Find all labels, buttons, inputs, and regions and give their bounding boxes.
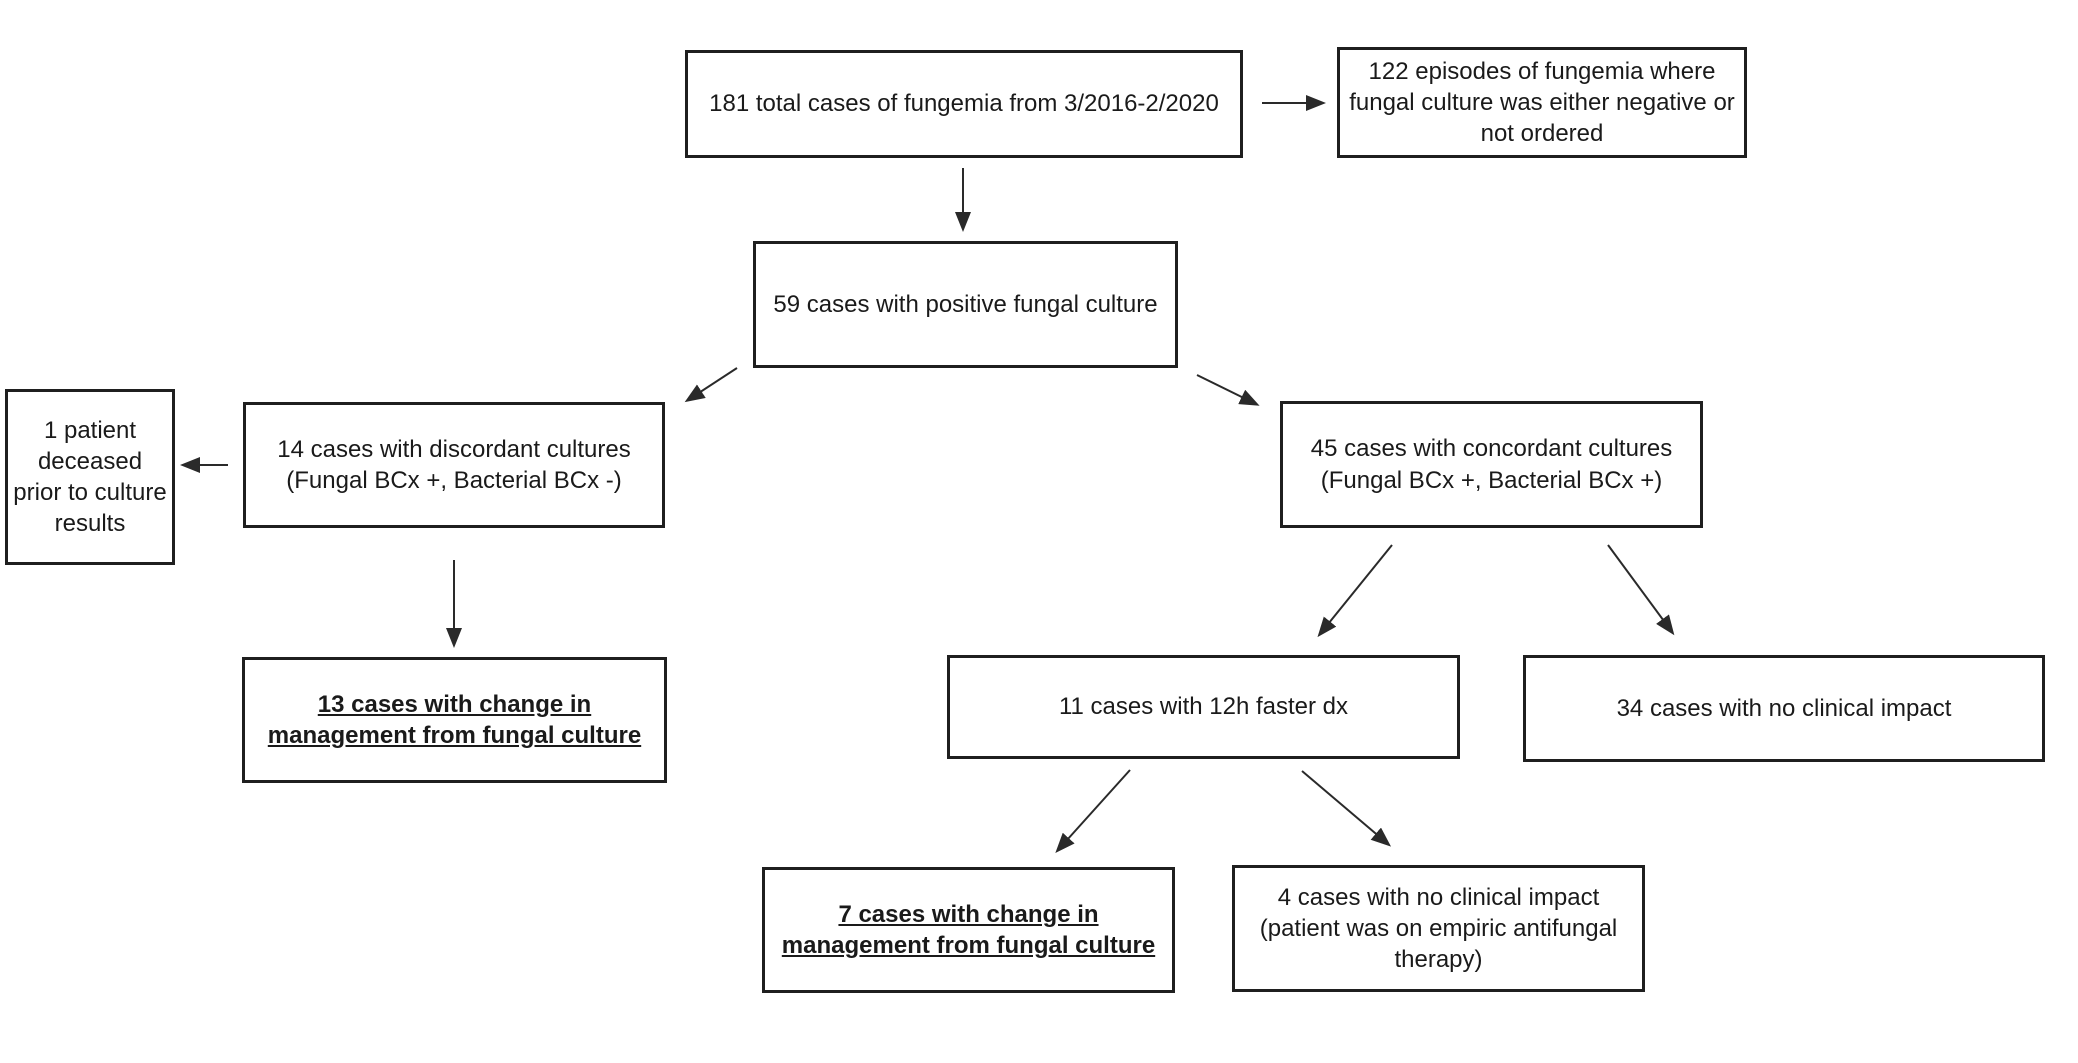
node-fasterdx-change-in-management: 7 cases with change in management from f… [762,867,1175,993]
edge-concordant-to-fasterdx-arrow [1317,544,1393,638]
edge-fasterdx-to-change-arrow [1055,769,1131,853]
edge-positive-to-discordant-arrow [684,367,738,403]
node-faster-dx: 11 cases with 12h faster dx [947,655,1460,759]
node-no-clinical-impact-34: 34 cases with no clinical impact [1523,655,2045,762]
edge-fasterdx-to-noimpact-arrow [1301,770,1392,847]
node-discordant-cultures: 14 cases with discordant cultures (Funga… [243,402,665,528]
node-concordant-cultures: 45 cases with concordant cultures (Funga… [1280,401,1703,528]
node-negative-or-not-ordered: 122 episodes of fungemia where fungal cu… [1337,47,1747,158]
node-patient-deceased: 1 patient deceased prior to culture resu… [5,389,175,565]
node-total-cases: 181 total cases of fungemia from 3/2016-… [685,50,1243,158]
node-no-clinical-impact-4: 4 cases with no clinical impact (patient… [1232,865,1645,992]
edge-positive-to-concordant-arrow [1196,374,1260,406]
edge-concordant-to-noimpact-arrow [1607,544,1675,636]
node-positive-fungal-culture: 59 cases with positive fungal culture [753,241,1178,368]
node-discordant-change-in-management: 13 cases with change in management from … [242,657,667,783]
